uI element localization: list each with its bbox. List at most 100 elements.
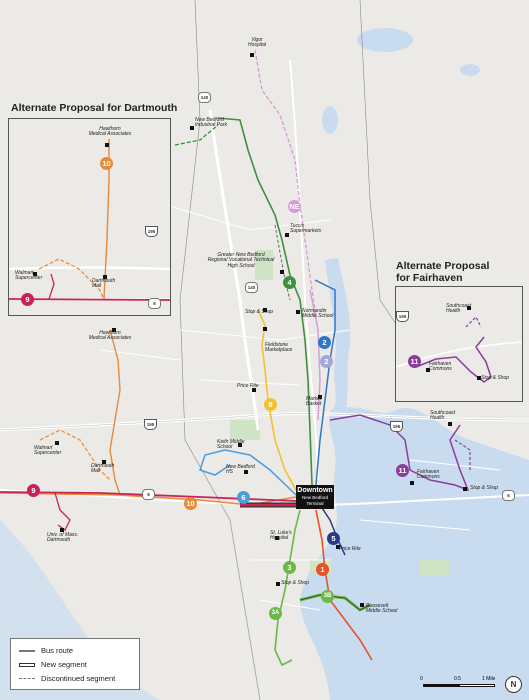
route-5 [319, 504, 346, 556]
place-in-stopshop: Stop & Shop [481, 375, 510, 381]
place-in-southcoast: Southcoast Health [446, 303, 472, 315]
marker-in-southcoast [467, 306, 471, 310]
water-pond-3 [460, 64, 480, 76]
park-2 [230, 420, 260, 440]
i195-road-edge [0, 413, 529, 431]
route-badge-ne[interactable]: NE [288, 200, 301, 213]
place-stlukes: St. Luke's Hospital [270, 530, 292, 542]
shield-6-east: 6 [502, 490, 515, 501]
place-pricerite2: Price Rite [339, 546, 361, 552]
route-11-disc [454, 439, 471, 470]
marker-vigor [250, 53, 254, 57]
scale-bar-black [423, 684, 459, 687]
route-badge-1[interactable]: 1 [316, 563, 329, 576]
route18-road [289, 59, 319, 481]
marker-pricerite2 [336, 545, 340, 549]
route-badge-2a[interactable]: 2 [318, 336, 331, 349]
place-pricerite1: Price Rite [237, 383, 259, 389]
shield-140-north: 140 [198, 92, 211, 103]
marker-fcommons [410, 481, 414, 485]
water-bay [300, 407, 529, 700]
shield-i195-east: 195 [390, 421, 403, 432]
marker-in-hawthorn [105, 143, 109, 147]
route-badge-4[interactable]: 4 [283, 276, 296, 289]
marker-stopshop1 [263, 308, 267, 312]
marker-in-dmall [103, 275, 107, 279]
town-boundary-2 [359, 0, 401, 331]
scale-0: 0 [420, 676, 423, 682]
route-badge-11-inset[interactable]: 11 [408, 355, 421, 368]
marker-fieldstone [263, 327, 267, 331]
place-fieldstone: Fieldstone Marketplace [265, 342, 293, 354]
legend-bus-route: Bus route [41, 646, 74, 655]
route-badge-11[interactable]: 11 [396, 464, 409, 477]
water-pond-2 [322, 106, 338, 134]
marker-dmall [102, 460, 106, 464]
marker-in-stopshop [477, 376, 481, 380]
legend-bus-route-swatch [19, 650, 35, 652]
route-8 [257, 309, 297, 491]
marker-stopshop2 [276, 582, 280, 586]
place-dmall: Dartmouth Mall [91, 463, 115, 475]
marker-roosevelt [360, 603, 364, 607]
marker-pricerite1 [252, 388, 256, 392]
north-arrow-icon: N [505, 676, 522, 693]
place-in-fcommons: Fairhaven Commons [429, 361, 452, 373]
inset-fairhaven: Alternate Proposal for Fairhaven [395, 260, 523, 402]
place-keith: Keith Middle School [217, 439, 245, 451]
place-normandin: Normandin Middle School [302, 308, 334, 320]
route-badge-10[interactable]: 10 [184, 497, 197, 510]
place-stopshop3: Stop & Shop [470, 485, 499, 491]
route-badge-3[interactable]: 3 [283, 561, 296, 574]
place-fcommons: Fairhaven Commons [417, 469, 440, 481]
scale-05: 0.5 [454, 676, 461, 682]
route-badge-6[interactable]: 6 [237, 491, 250, 504]
shield-i195-fairhaven: 195 [396, 311, 409, 322]
place-nbhs: New Bedford HS [226, 464, 255, 476]
place-southcoast: Southcoast Health [430, 410, 456, 422]
inset-dartmouth-map [8, 139, 171, 301]
place-walmart: Walmart Supercenter [34, 445, 62, 457]
inset-dartmouth: Alternate Proposal for Dartmouth [8, 102, 177, 316]
park-4 [420, 560, 450, 576]
route-badge-9-inset[interactable]: 9 [21, 293, 34, 306]
legend-new-segment: New segment [41, 660, 87, 669]
terminal-sub: New Bedford Terminal [301, 494, 328, 506]
minor-roads [99, 199, 501, 611]
marker-hawthorn [112, 328, 116, 332]
route-10-disc [39, 429, 111, 481]
shield-6-inset: 6 [148, 298, 161, 309]
route-4 [217, 117, 313, 486]
route-badge-9[interactable]: 9 [27, 484, 40, 497]
route-10-north [109, 329, 121, 496]
place-umass: Univ. of Mass. Dartmouth [47, 532, 79, 544]
place-tuccis: Tuccis Supermarkets [290, 223, 322, 235]
route-badge-3b[interactable]: 3B [321, 590, 334, 603]
place-voc: Greater New Bedford Regional Vocational … [207, 252, 275, 269]
place-stopshop1: Stop & Shop [245, 309, 274, 315]
route-badge-3a[interactable]: 3A [269, 607, 282, 620]
legend-discontinued-swatch [19, 678, 35, 679]
route-badge-2b[interactable]: 2 [320, 355, 333, 368]
inset-dartmouth-title: Alternate Proposal for Dartmouth [11, 102, 178, 114]
scale-bar-white [459, 684, 495, 687]
route-badge-10-inset[interactable]: 10 [100, 157, 113, 170]
scale-1: 1 Mile [482, 676, 496, 682]
marker-umass [60, 528, 64, 532]
place-stopshop2: Stop & Shop [281, 580, 310, 586]
place-market: Market Basket [306, 396, 322, 408]
shield-6-main: 6 [142, 489, 155, 500]
place-in-dmall: Dartmouth Mall [92, 278, 116, 290]
marker-voc [280, 270, 284, 274]
place-in-hawthorn: Hawthorn Medical Associates [88, 126, 132, 138]
terminal-name: Downtown [297, 487, 333, 494]
marker-southcoast [448, 422, 452, 426]
marker-in-walmart [33, 272, 37, 276]
place-hawthorn: Hawthorn Medical Associates [88, 330, 132, 342]
place-industrial: New Bedford Industrial Park [195, 117, 227, 129]
marker-tuccis [285, 233, 289, 237]
downtown-terminal[interactable]: Downtown New Bedford Terminal [296, 485, 334, 509]
route-badge-5[interactable]: 5 [327, 532, 340, 545]
map-legend: Bus route New segment Discontinued segme… [10, 638, 140, 690]
route-badge-8[interactable]: 8 [264, 398, 277, 411]
